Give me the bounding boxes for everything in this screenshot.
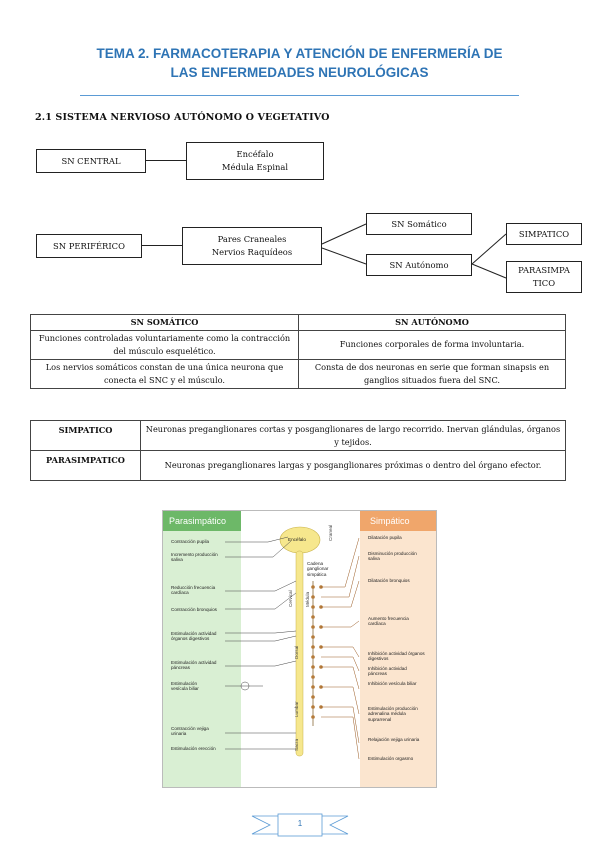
table-cell: Neuronas preganglionares largas y posgan…	[140, 450, 566, 481]
para-label: Estimulación erección	[171, 746, 216, 751]
parasimpatico-label-1: PARASIMPA	[518, 265, 570, 275]
simp-label: Inhibición vesícula biliar	[368, 681, 417, 686]
simp-label: Aumento frecuencia cardíaca	[368, 616, 409, 627]
sympathetic-column	[360, 511, 436, 787]
figure-drawing	[225, 526, 360, 760]
sn-somatico-box: SN Somático	[366, 213, 472, 235]
encefalo-label: Encéfalo	[236, 149, 274, 159]
connector-line	[142, 245, 182, 246]
table-header: SN SOMÁTICO	[30, 314, 299, 331]
para-label: Reducción frecuencia cardíaca	[171, 585, 216, 596]
simp-label: Inhibición actividad órganos digestivos	[368, 651, 425, 662]
para-label: Estimulación actividad órganos digestivo…	[171, 631, 217, 642]
snc-parts-box: Encéfalo Médula Espinal	[186, 142, 324, 180]
nervous-system-figure: Parasimpático Simpático	[162, 510, 437, 788]
simp-label: Inhibición actividad páncreas	[368, 666, 407, 677]
region-sacra: Sacra	[294, 738, 299, 751]
sn-somatico-label: SN Somático	[391, 218, 447, 229]
sn-central-label: SN CENTRAL	[61, 155, 121, 166]
nervios-raquideos-label: Nervios Raquídeos	[211, 247, 293, 257]
simpatico-label: SIMPATICO	[518, 228, 570, 239]
pares-craneales-label: Pares Craneales	[217, 234, 287, 244]
simpatico-box: SIMPATICO	[506, 223, 582, 245]
parasimpatico-label-2: TICO	[532, 278, 556, 288]
somatico-autonomo-table: SN SOMÁTICO SN AUTÓNOMO Funciones contro…	[30, 314, 566, 389]
table-header-row: SN SOMÁTICO SN AUTÓNOMO	[30, 314, 566, 331]
page-number: 1	[297, 819, 303, 828]
page-title: TEMA 2. FARMACOTERAPIA Y ATENCIÓN DE ENF…	[0, 44, 599, 82]
title-line-1: TEMA 2. FARMACOTERAPIA Y ATENCIÓN DE ENF…	[96, 46, 503, 61]
region-cervical: Cervical	[288, 590, 293, 607]
simp-label: Dilatación bronquios	[368, 578, 410, 583]
region-medula: Médula	[305, 591, 310, 607]
table-cell: Los nervios somáticos constan de una úni…	[30, 358, 299, 389]
table-row: Funciones controladas voluntariamente co…	[30, 329, 566, 360]
region-craneal: Craneal	[328, 524, 333, 541]
sn-autonomo-box: SN Autónomo	[366, 254, 472, 276]
encefalo-figure-label: Encéfalo	[288, 537, 306, 542]
para-label: Contracción vejiga urinaria	[171, 726, 209, 737]
table-cell: Neuronas preganglionares cortas y posgan…	[140, 420, 566, 451]
simpatico-parasimpatico-table: SIMPATICO Neuronas preganglionares corta…	[30, 420, 566, 481]
table-cell: Funciones corporales de forma involuntar…	[298, 329, 566, 360]
title-underline	[80, 95, 519, 96]
page-ribbon-icon	[251, 813, 349, 837]
table-header: SN AUTÓNOMO	[298, 314, 566, 331]
snp-parts-box: Pares Craneales Nervios Raquídeos	[182, 227, 322, 265]
sn-central-box: SN CENTRAL	[36, 149, 146, 173]
sn-periferico-box: SN PERIFÉRICO	[36, 234, 142, 258]
sn-periferico-label: SN PERIFÉRICO	[53, 240, 125, 251]
table-row: Los nervios somáticos constan de una úni…	[30, 358, 566, 389]
sympathetic-title: Simpático	[360, 511, 436, 531]
parasympathetic-title: Parasimpático	[163, 511, 241, 531]
region-lumbar: Lumbar	[294, 701, 299, 717]
table-row: SIMPATICO Neuronas preganglionares corta…	[30, 420, 566, 451]
table-row-header: SIMPATICO	[30, 420, 141, 451]
para-label: Estimulación vesícula biliar	[171, 681, 199, 692]
para-label: Contracción bronquios	[171, 607, 217, 612]
cadena-label: Cadena ganglionar simpática	[307, 561, 329, 577]
connector-line	[146, 160, 186, 161]
table-row: PARASIMPATICO Neuronas preganglionares l…	[30, 450, 566, 481]
para-label: Contracción pupila	[171, 539, 210, 544]
sn-autonomo-label: SN Autónomo	[389, 259, 449, 270]
table-cell: Funciones controladas voluntariamente co…	[30, 329, 299, 360]
simp-label: Disminución producción saliva	[368, 551, 417, 562]
simp-label: Estimulación producción adrenalina médul…	[368, 706, 418, 722]
table-cell: Consta de dos neuronas en serie que form…	[298, 358, 566, 389]
section-heading: 2.1 SISTEMA NERVIOSO AUTÓNOMO O VEGETATI…	[35, 112, 330, 123]
region-dorsal: Dorsal	[294, 645, 299, 659]
para-label: Incremento producción saliva	[171, 552, 218, 563]
para-label: Estimulación actividad páncreas	[171, 660, 217, 671]
simp-label: Dilatación pupila	[368, 535, 402, 540]
simp-label: Estimulación orgasmo	[368, 756, 414, 761]
parasimpatico-box: PARASIMPA TICO	[506, 261, 582, 293]
title-line-2: LAS ENFERMEDADES NEUROLÓGICAS	[170, 65, 429, 80]
simp-label: Relajación vejiga urinaria	[368, 737, 420, 742]
medula-label: Médula Espinal	[221, 162, 289, 172]
table-row-header: PARASIMPATICO	[30, 450, 141, 481]
